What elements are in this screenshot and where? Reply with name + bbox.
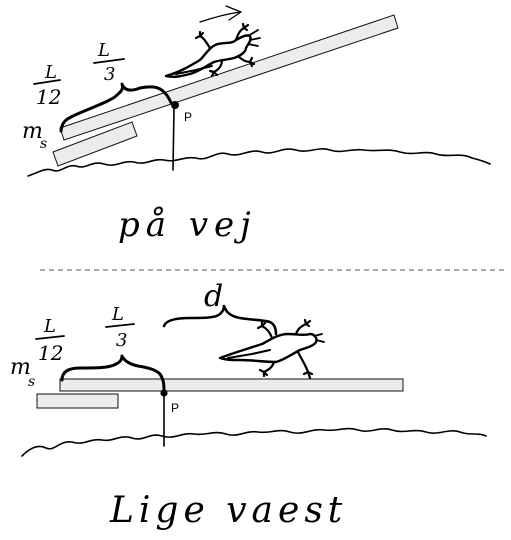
bottom-length-brace	[60, 354, 166, 392]
bottom-distance-label: d	[204, 279, 223, 314]
top-ms-label: m	[22, 119, 43, 144]
bottom-frac-left-bar	[35, 335, 65, 340]
top-frac-right-num: L	[97, 40, 110, 61]
top-frac-left-den: 12	[36, 85, 61, 109]
lizard-icon	[164, 22, 261, 79]
top-frac-left-num: L	[44, 62, 57, 83]
bottom-panel: P d m s L 12 L 3 Lige vaest	[10, 279, 487, 531]
top-inclined-plank	[59, 14, 399, 141]
lizard-icon	[218, 318, 325, 380]
bottom-distance-brace	[162, 304, 278, 336]
top-ms-subscript: s	[40, 136, 47, 152]
top-ground-line	[27, 148, 491, 177]
bottom-frac-left-den: 12	[38, 341, 63, 365]
bottom-pivot-label: P	[171, 401, 179, 415]
bottom-ms-label: m	[10, 355, 31, 380]
bottom-frac-right-den: 3	[116, 330, 127, 351]
top-frac-right-bar	[93, 58, 125, 64]
top-length-brace	[59, 82, 174, 133]
top-frac-left-bar	[33, 79, 61, 85]
bottom-support-plank	[36, 393, 119, 409]
bottom-frac-right-num: L	[111, 304, 124, 325]
arrow-icon	[199, 5, 242, 23]
top-support-plank	[52, 121, 138, 167]
top-caption: på vej	[118, 205, 257, 245]
top-pivot-label: P	[184, 110, 192, 124]
top-frac-right-den: 3	[104, 64, 115, 85]
bottom-pivot-point	[160, 389, 168, 397]
bottom-ms-subscript: s	[28, 374, 35, 390]
bottom-frac-left-num: L	[43, 316, 56, 337]
top-panel: P m s L 12 L 3	[22, 5, 491, 245]
bottom-frac-right-bar	[105, 323, 135, 328]
bottom-caption: Lige vaest	[109, 490, 347, 531]
top-pivot-post	[172, 107, 175, 171]
bottom-level-plank	[59, 378, 404, 392]
bottom-ground-line	[21, 427, 487, 457]
